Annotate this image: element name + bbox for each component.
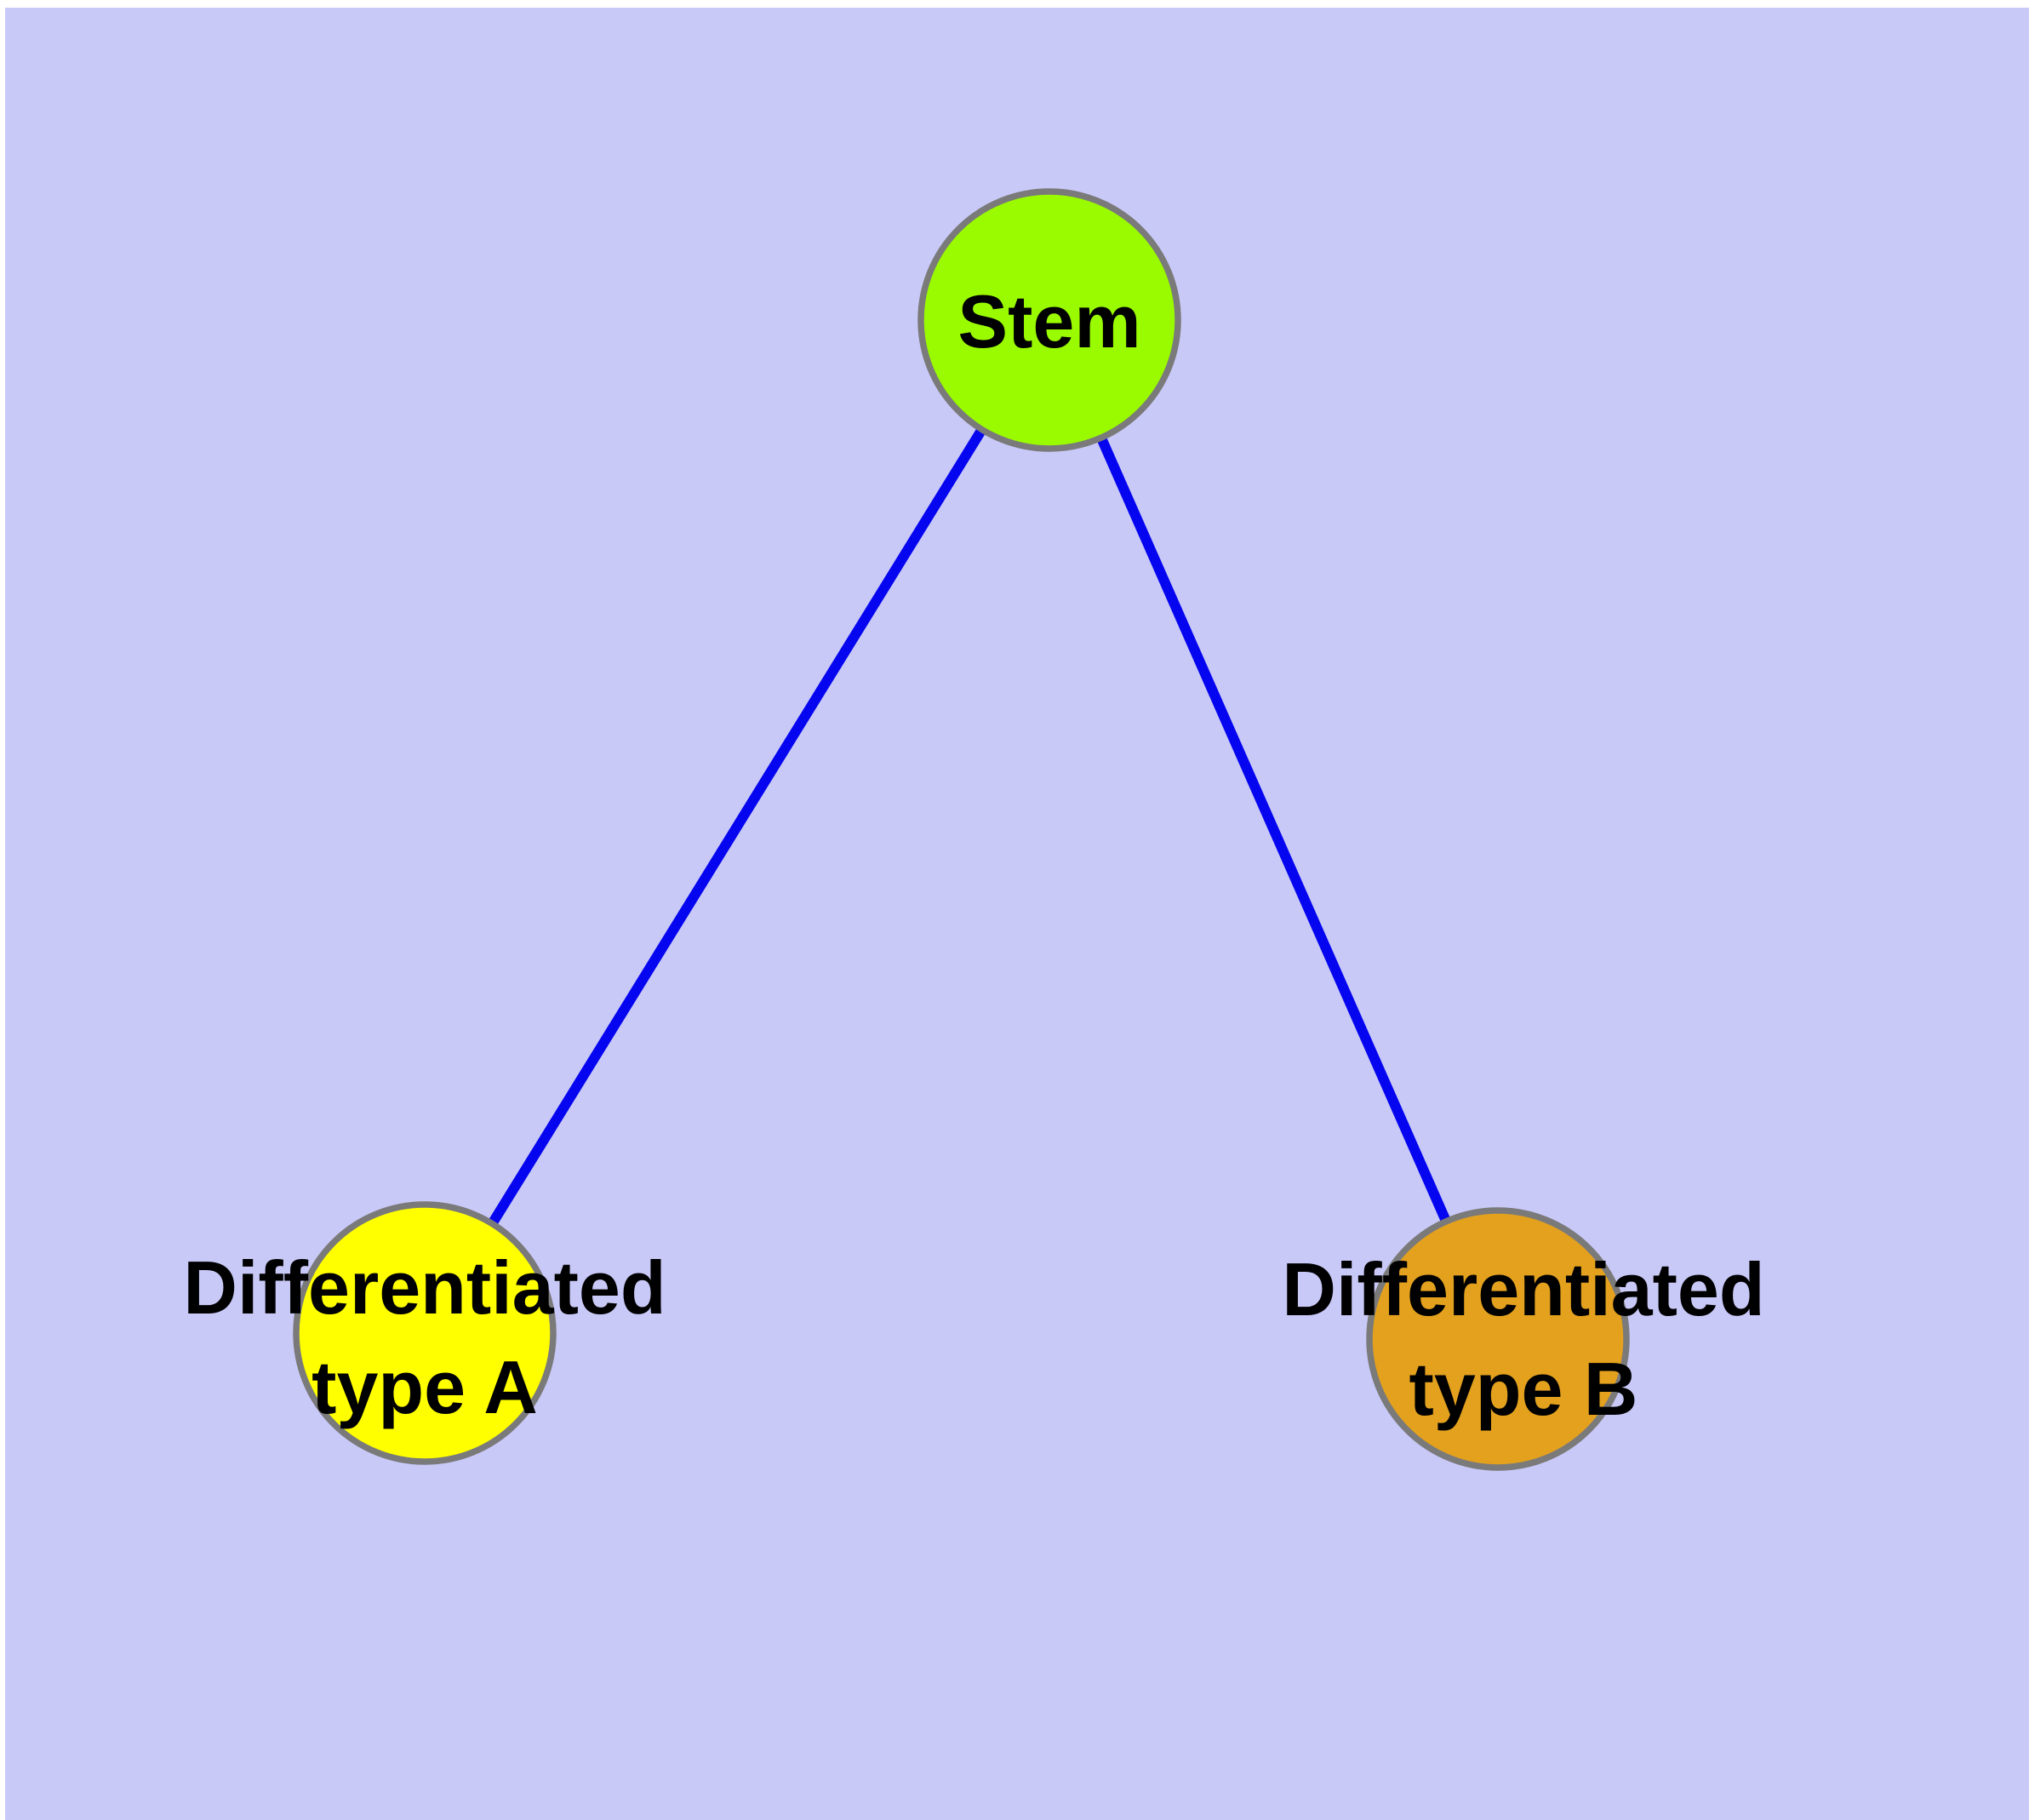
node-type-b-circle [1366,1207,1630,1471]
label-layer: Stem Differentiated type A Differentiate… [183,279,1764,1431]
edge-stem-to-type-b [1044,318,1503,1342]
node-stem-label: Stem [957,279,1140,363]
node-layer [293,188,1630,1471]
node-type-b-label-line2: type B [1409,1347,1638,1431]
node-type-b-label-line1: Differentiated [1282,1247,1764,1331]
node-type-a-label-line1: Differentiated [183,1245,666,1330]
node-stem-circle [917,188,1181,452]
node-type-a-label-line2: type A [311,1345,538,1429]
edge-layer [420,317,1503,1342]
edge-stem-to-type-a [420,317,1055,1336]
node-type-a-circle [293,1201,557,1465]
